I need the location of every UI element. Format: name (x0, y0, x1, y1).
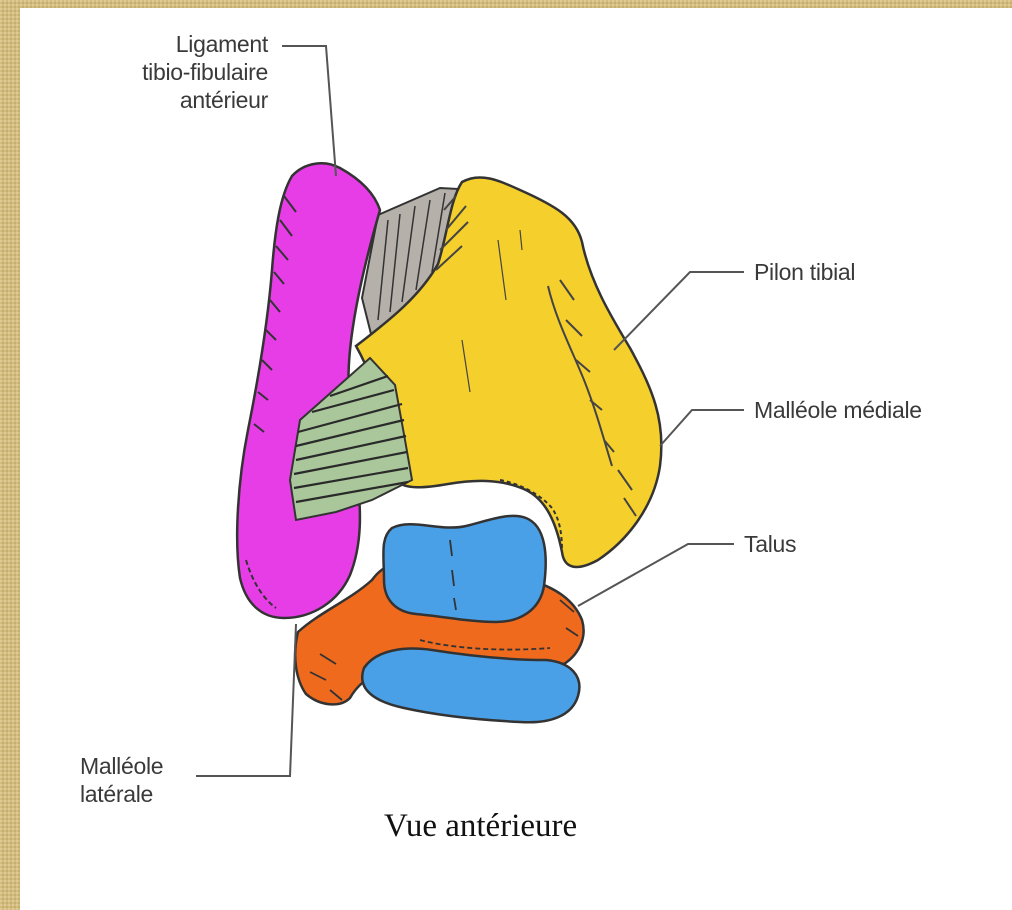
label-malleole-laterale: Malléole latérale (80, 752, 163, 808)
label-malleole-laterale-line2: latérale (80, 780, 163, 808)
talus-trochlea (383, 516, 545, 622)
label-talus: Talus (744, 530, 796, 558)
leader-malleole-mediale (660, 410, 744, 446)
label-malleole-laterale-line1: Malléole (80, 752, 163, 780)
label-ligament-line3: antérieur (92, 86, 268, 114)
talus-head (362, 649, 579, 723)
leader-malleole-laterale (196, 624, 296, 776)
figure-caption: Vue antérieure (384, 808, 577, 845)
label-ligament-line2: tibio-fibulaire (92, 58, 268, 86)
label-malleole-mediale: Malléole médiale (754, 396, 922, 424)
label-ligament: Ligament tibio-fibulaire antérieur (92, 30, 268, 114)
label-pilon-tibial: Pilon tibial (754, 258, 855, 286)
label-ligament-line1: Ligament (92, 30, 268, 58)
leader-pilon (614, 272, 744, 350)
leader-ligament (282, 46, 336, 176)
